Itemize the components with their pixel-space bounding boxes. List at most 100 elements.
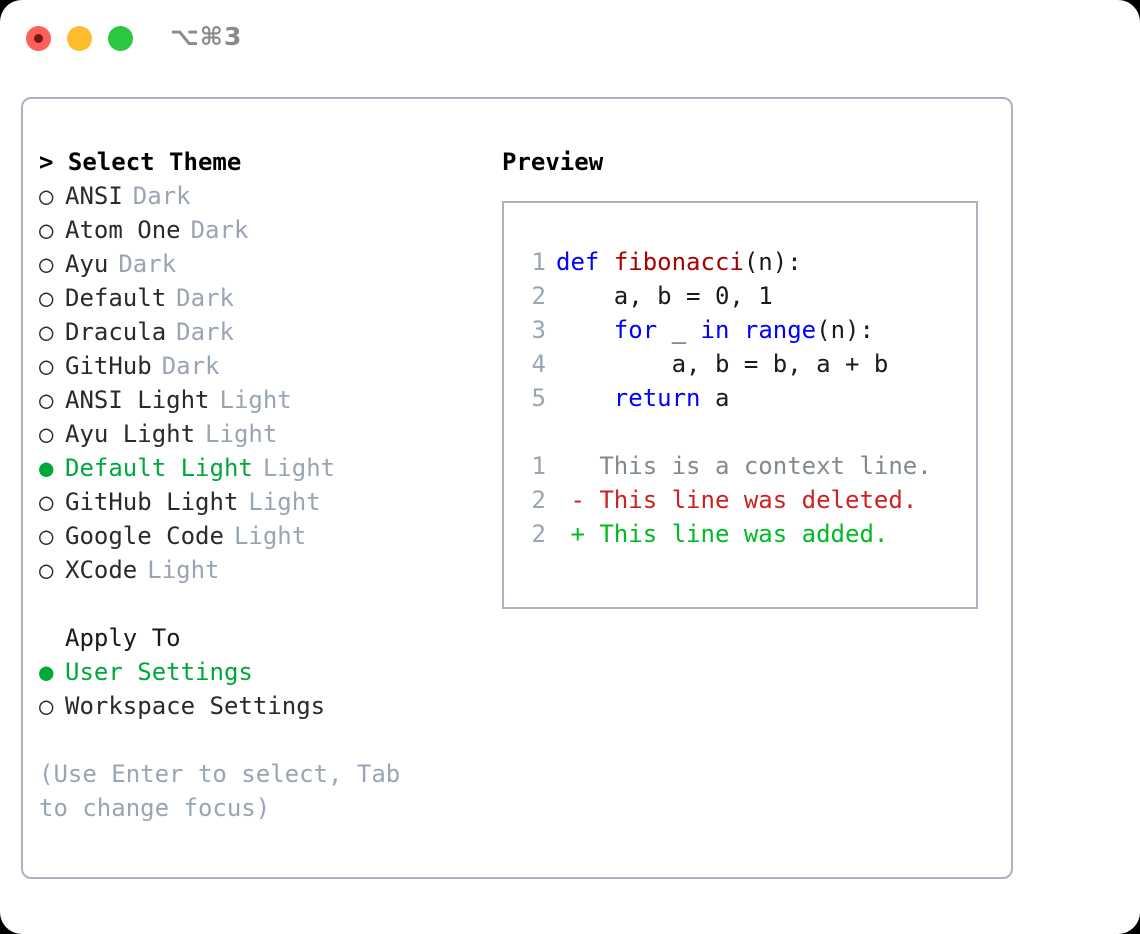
- radio-unselected-icon: ○: [39, 352, 54, 380]
- theme-option-tag: Dark: [161, 352, 220, 380]
- theme-option-label: ANSI Light: [65, 386, 210, 414]
- code-token-plain: a, b = b, a + b: [556, 350, 889, 378]
- code-line-text: a, b = 0, 1: [556, 279, 773, 313]
- line-number: 5: [531, 384, 546, 412]
- preview-title: Preview: [502, 148, 604, 176]
- theme-option-tag: Light: [147, 556, 220, 584]
- apply-to-option-label: Workspace Settings: [65, 692, 326, 720]
- theme-option-tag: Dark: [118, 250, 177, 278]
- radio-unselected-icon: ○: [39, 692, 54, 720]
- diff-marker: -: [556, 486, 585, 514]
- code-line-3: 3 for _ in range(n):: [520, 313, 970, 347]
- theme-option-1[interactable]: ○ Atom One Dark: [39, 213, 499, 247]
- diff-line-2: 2 + This line was added.: [520, 517, 970, 551]
- close-button[interactable]: [26, 26, 51, 51]
- theme-option-label: GitHub: [65, 352, 152, 380]
- line-number: 2: [531, 520, 546, 548]
- code-line-text: a, b = b, a + b: [556, 347, 889, 381]
- code-token-fn: fibonacci: [613, 248, 744, 276]
- select-theme-header: > Select Theme: [39, 148, 242, 176]
- code-line-text: return a: [556, 381, 730, 415]
- theme-option-tag: Light: [233, 522, 307, 550]
- radio-unselected-icon: ○: [39, 250, 54, 278]
- radio-unselected-icon: ○: [39, 420, 54, 448]
- theme-option-label: ANSI: [65, 182, 123, 210]
- code-line-text: def fibonacci(n):: [556, 245, 802, 279]
- theme-option-label: Google Code: [65, 522, 224, 550]
- line-number: 2: [531, 486, 546, 514]
- radio-unselected-icon: ○: [39, 386, 54, 414]
- code-token-plain: a, b = 0, 1: [556, 282, 773, 310]
- diff-line-text: This line was added.: [584, 520, 889, 548]
- code-token-kw: in: [700, 316, 730, 344]
- code-token-kw: range: [743, 316, 817, 344]
- title-bar: ⌥⌘3: [0, 0, 1140, 78]
- diff-line-0: 1 This is a context line.: [520, 449, 970, 483]
- theme-option-tag: Light: [262, 454, 336, 482]
- radio-unselected-icon: ○: [39, 556, 54, 584]
- apply-to-option-1[interactable]: ○ Workspace Settings: [39, 689, 499, 723]
- theme-option-label: XCode: [65, 556, 138, 584]
- apply-to-option-list: ● User Settings ○ Workspace Settings: [39, 655, 499, 723]
- radio-unselected-icon: ○: [39, 284, 54, 312]
- line-number: 1: [531, 452, 546, 480]
- apply-to-option-0[interactable]: ● User Settings: [39, 655, 499, 689]
- maximize-button[interactable]: [108, 26, 133, 51]
- code-token-plain: [556, 316, 614, 344]
- theme-option-tag: Light: [248, 488, 321, 516]
- code-line-text: for _ in range(n):: [556, 313, 874, 347]
- theme-option-label: Default Light: [65, 454, 253, 482]
- line-number: 2: [531, 282, 546, 310]
- radio-unselected-icon: ○: [39, 216, 54, 244]
- code-line-2: 2 a, b = 0, 1: [520, 279, 970, 313]
- minimize-button[interactable]: [67, 26, 92, 51]
- code-token-plain: [729, 316, 743, 344]
- theme-option-tag: Dark: [190, 216, 249, 244]
- apply-to-option-label: User Settings: [65, 658, 253, 686]
- theme-option-0[interactable]: ○ ANSI Dark: [39, 179, 499, 213]
- line-number: 1: [531, 248, 546, 276]
- code-line-4: 4 a, b = b, a + b: [520, 347, 970, 381]
- code-token-kw: def: [556, 248, 600, 276]
- theme-option-8[interactable]: ● Default Light Light: [39, 451, 499, 485]
- radio-unselected-icon: ○: [39, 182, 54, 210]
- theme-option-label: Atom One: [65, 216, 181, 244]
- theme-option-tag: Dark: [132, 182, 191, 210]
- radio-selected-icon: ●: [39, 658, 54, 686]
- theme-option-tag: Dark: [176, 318, 234, 346]
- radio-unselected-icon: ○: [39, 318, 54, 346]
- code-token-plain: [599, 248, 613, 276]
- diff-marker: +: [556, 520, 585, 548]
- theme-option-tag: Dark: [176, 284, 234, 312]
- diff-line-text: This line was deleted.: [584, 486, 918, 514]
- code-line-1: 1 def fibonacci(n):: [520, 245, 970, 279]
- line-number: 4: [531, 350, 546, 378]
- theme-option-4[interactable]: ○ Dracula Dark: [39, 315, 499, 349]
- diff-line-1: 2 - This line was deleted.: [520, 483, 970, 517]
- theme-option-5[interactable]: ○ GitHub Dark: [39, 349, 499, 383]
- diff-line-text: This is a context line.: [584, 452, 932, 480]
- theme-option-label: Dracula: [65, 318, 167, 346]
- radio-selected-icon: ●: [39, 454, 54, 482]
- code-token-kw: for: [613, 316, 658, 344]
- diff-marker: [556, 449, 585, 483]
- keyboard-shortcut-label: ⌥⌘3: [170, 22, 243, 51]
- code-line-5: 5 return a: [520, 381, 970, 415]
- code-diff-spacer: [520, 415, 970, 449]
- traffic-lights: [26, 26, 133, 51]
- diff-sample: 1 This is a context line.2 - This line w…: [520, 449, 970, 551]
- theme-option-11[interactable]: ○ XCode Light: [39, 553, 499, 587]
